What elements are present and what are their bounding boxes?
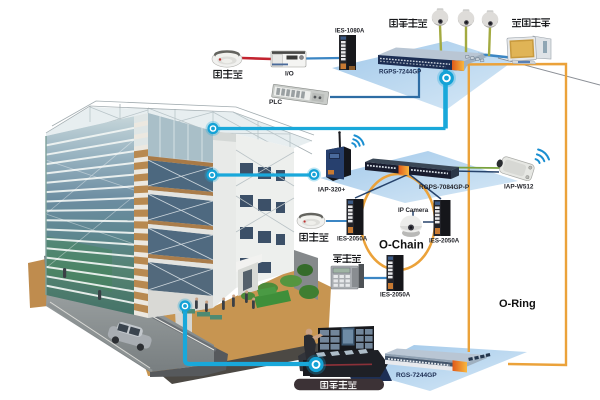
svg-text:IAP-W512: IAP-W512 bbox=[504, 184, 534, 191]
svg-text:RGPS-7084GP-P: RGPS-7084GP-P bbox=[419, 184, 470, 191]
svg-text:I/O: I/O bbox=[285, 71, 294, 78]
svg-text:O-Chain: O-Chain bbox=[379, 240, 424, 252]
svg-text:RGS-7244GP: RGS-7244GP bbox=[396, 372, 437, 379]
svg-text:O-Ring: O-Ring bbox=[499, 298, 536, 310]
svg-text:PLC: PLC bbox=[269, 99, 282, 106]
svg-text:IP Camera: IP Camera bbox=[398, 207, 429, 214]
svg-text:IES-2050A: IES-2050A bbox=[380, 292, 411, 299]
svg-text:RGPS-7244GP: RGPS-7244GP bbox=[379, 69, 421, 76]
svg-text:IAP-320+: IAP-320+ bbox=[318, 187, 345, 194]
svg-text:IES-2050A: IES-2050A bbox=[337, 236, 368, 243]
svg-text:IES-1080A: IES-1080A bbox=[335, 29, 365, 35]
svg-text:IES-2050A: IES-2050A bbox=[429, 238, 460, 245]
